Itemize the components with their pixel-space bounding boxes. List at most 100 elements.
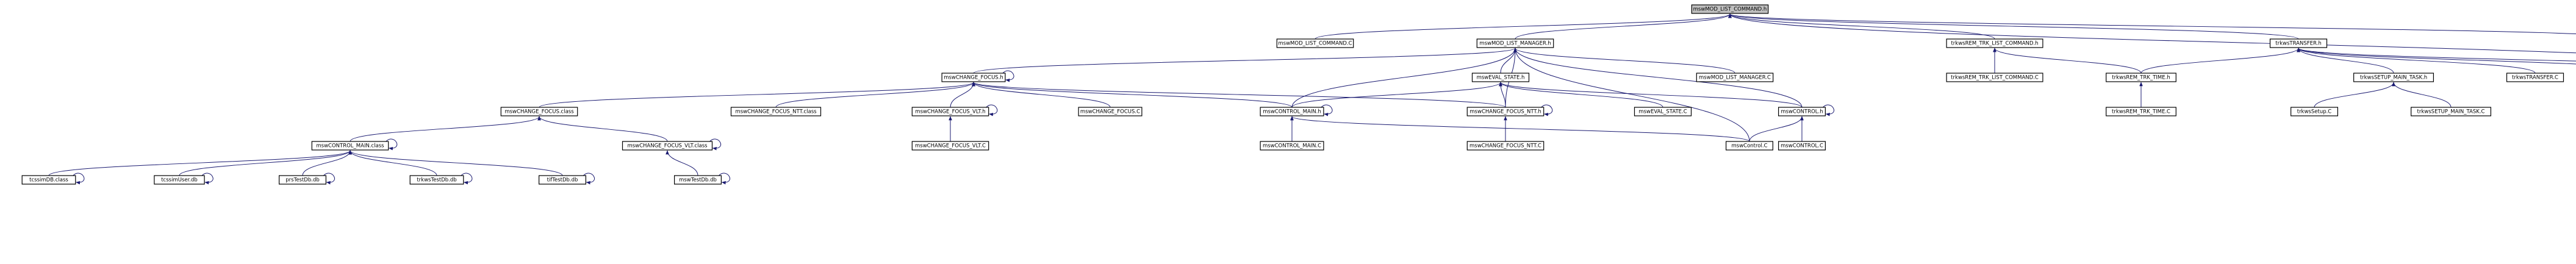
node-chgFocusVltC[interactable]: mswCHANGE_FOCUS_VLT.C (911, 141, 989, 151)
node-box (1946, 73, 2043, 82)
node-label: mswCONTROL.h (1781, 109, 1823, 115)
node-tcssimUser[interactable]: tcssimUser.db (154, 175, 205, 185)
edge-transferC-to-transferH (2297, 48, 2536, 74)
node-chgFocusC[interactable]: mswCHANGE_FOCUS.C (1078, 107, 1143, 116)
node-label: mswCHANGE_FOCUS_VLT.C (915, 143, 986, 149)
node-setupC[interactable]: trkwsSETUP_MAIN_TASK.C (2411, 107, 2492, 116)
edge-controlMainClass-to-chgFocusClass (350, 116, 541, 142)
node-box (1634, 107, 1692, 116)
node-evalStateC[interactable]: mswEVAL_STATE.C (1634, 107, 1692, 116)
edge-transferAsmH-to-transferH (2297, 48, 2576, 65)
node-chgFocusNttClass[interactable]: mswCHANGE_FOCUS_NTT.class (730, 107, 822, 116)
node-label: trkwsTRANSFER.C (2512, 75, 2558, 81)
node-setupCpp[interactable]: trkwsSetup.C (2291, 107, 2339, 116)
node-controlC[interactable]: mswCONTROL.C (1778, 141, 1826, 151)
node-controlMainClass[interactable]: mswCONTROL_MAIN.class (311, 141, 389, 151)
node-label: trkwsSETUP_MAIN_TASK.C (2417, 109, 2485, 115)
node-box (1466, 107, 1545, 116)
node-box (1260, 107, 1324, 116)
node-setupH[interactable]: trkwsSETUP_MAIN_TASK.h (2353, 73, 2434, 82)
node-box (1471, 73, 1530, 82)
edge-chgFocusH-to-modmgrH (973, 48, 1517, 74)
node-box (1946, 38, 2043, 48)
node-box (1476, 38, 1554, 48)
node-label: mswCHANGE_FOCUS_VLT.class (627, 143, 708, 149)
node-remcmdH[interactable]: trkwsREM_TRK_LIST_COMMAND.h (1946, 38, 2043, 48)
node-modmgrH[interactable]: mswMOD_LIST_MANAGER.h (1476, 38, 1554, 48)
self-loop-tifTestDb (583, 173, 595, 185)
node-box (1276, 38, 1354, 48)
edge-chgFocusVltH-to-chgFocusH (950, 82, 975, 108)
edge-controlMainH-to-modmgrH (1291, 48, 1517, 108)
node-modlistC[interactable]: mswMOD_LIST_COMMAND.C (1276, 38, 1354, 48)
node-box (2506, 73, 2564, 82)
node-box (730, 107, 822, 116)
node-label: trkwsREM_TRK_TIME.h (2112, 75, 2170, 81)
node-trkwsTestDb[interactable]: trkwsTestDb.db (409, 175, 464, 185)
node-chgFocusNttC[interactable]: mswCHANGE_FOCUS_NTT.C (1466, 141, 1545, 151)
node-box (2269, 38, 2328, 48)
node-label: tcssimDB.class (29, 177, 68, 184)
node-label: trkwsSetup.C (2297, 109, 2332, 115)
node-box (622, 141, 713, 151)
node-label: trkwsSETUP_MAIN_TASK.h (2360, 75, 2427, 81)
node-tcssimDB[interactable]: tcssimDB.class (21, 175, 76, 185)
node-remTimeH[interactable]: trkwsREM_TRK_TIME.h (2106, 73, 2176, 82)
node-box (279, 175, 327, 185)
node-box (538, 175, 586, 185)
node-chgFocusVltClass[interactable]: mswCHANGE_FOCUS_VLT.class (622, 141, 713, 151)
edge-tcssimUser-to-controlMainClass (179, 150, 352, 176)
node-label: mswCHANGE_FOCUS.class (504, 109, 574, 115)
node-label: mswCHANGE_FOCUS_VLT.h (915, 109, 985, 115)
self-loop-tcssimDB (73, 173, 85, 185)
edge-mswControlC-to-controlMainH (1290, 116, 1750, 142)
node-mswControlC[interactable]: mswControl.C (1726, 141, 1774, 151)
node-modmgrC[interactable]: mswMOD_LIST_MANAGER.C (1696, 73, 1774, 82)
edge-remTimeH-to-remcmdH (1993, 48, 2142, 74)
edge-controlMainH-to-evalStateH (1291, 82, 1502, 108)
node-box (1466, 141, 1545, 151)
edge-chgFocusNttH-to-evalStateH (1499, 82, 1506, 108)
node-chgFocusNttH[interactable]: mswCHANGE_FOCUS_NTT.h (1466, 107, 1545, 116)
self-loop-chgFocusVltH (986, 104, 998, 116)
node-label: mswMOD_LIST_MANAGER.h (1479, 41, 1551, 47)
self-loop-trkwsTestDb (461, 173, 473, 185)
self-loop-chgFocusVltClass (709, 138, 721, 151)
node-label: tifTestDb.db (547, 177, 578, 184)
edge-modmgrH-to-root (1515, 13, 1732, 40)
node-box (1778, 107, 1826, 116)
node-box (1078, 107, 1143, 116)
self-loop-controlMainClass (386, 138, 398, 151)
node-remcmdC[interactable]: trkwsREM_TRK_LIST_COMMAND.C (1946, 73, 2043, 82)
node-remTimeC[interactable]: trkwsREM_TRK_TIME.C (2106, 107, 2176, 116)
self-loop-controlMainH (1321, 104, 1333, 116)
node-controlH[interactable]: mswCONTROL.h (1778, 107, 1826, 116)
node-label: mswTestDb.db (679, 177, 717, 184)
node-label: trkwsTRANSFER.h (2275, 41, 2321, 47)
node-box (673, 175, 722, 185)
node-prsTestDb[interactable]: prsTestDb.db (279, 175, 327, 185)
node-chgFocusClass[interactable]: mswCHANGE_FOCUS.class (500, 107, 578, 116)
edge-mswControlC-to-controlH (1749, 116, 1804, 142)
node-box (1778, 141, 1826, 151)
node-label: mswCONTROL_MAIN.class (316, 143, 384, 149)
node-controlMainC[interactable]: mswCONTROL_MAIN.C (1260, 141, 1324, 151)
node-box (1726, 141, 1774, 151)
edge-controlH-to-evalStateH (1499, 82, 1803, 108)
node-mswTestDb[interactable]: mswTestDb.db (673, 175, 722, 185)
node-label: mswCHANGE_FOCUS.C (1080, 109, 1140, 115)
node-transferH[interactable]: trkwsTRANSFER.h (2269, 38, 2328, 48)
node-box (409, 175, 464, 185)
node-box (2411, 107, 2492, 116)
node-chgFocusVltH[interactable]: mswCHANGE_FOCUS_VLT.h (911, 107, 989, 116)
edge-controlMainH-to-chgFocusH (972, 82, 1293, 108)
node-root[interactable]: mswMOD_LIST_COMMAND.h (1691, 4, 1769, 14)
edge-tifTestDb-to-controlMainClass (348, 150, 563, 176)
node-transferC[interactable]: trkwsTRANSFER.C (2506, 73, 2564, 82)
node-label: tcssimUser.db (161, 177, 198, 184)
node-chgFocusH[interactable]: mswCHANGE_FOCUS.h (941, 73, 1006, 82)
node-controlMainH[interactable]: mswCONTROL_MAIN.h (1260, 107, 1324, 116)
node-tifTestDb[interactable]: tifTestDb.db (538, 175, 586, 185)
node-evalStateH[interactable]: mswEVAL_STATE.h (1471, 73, 1530, 82)
